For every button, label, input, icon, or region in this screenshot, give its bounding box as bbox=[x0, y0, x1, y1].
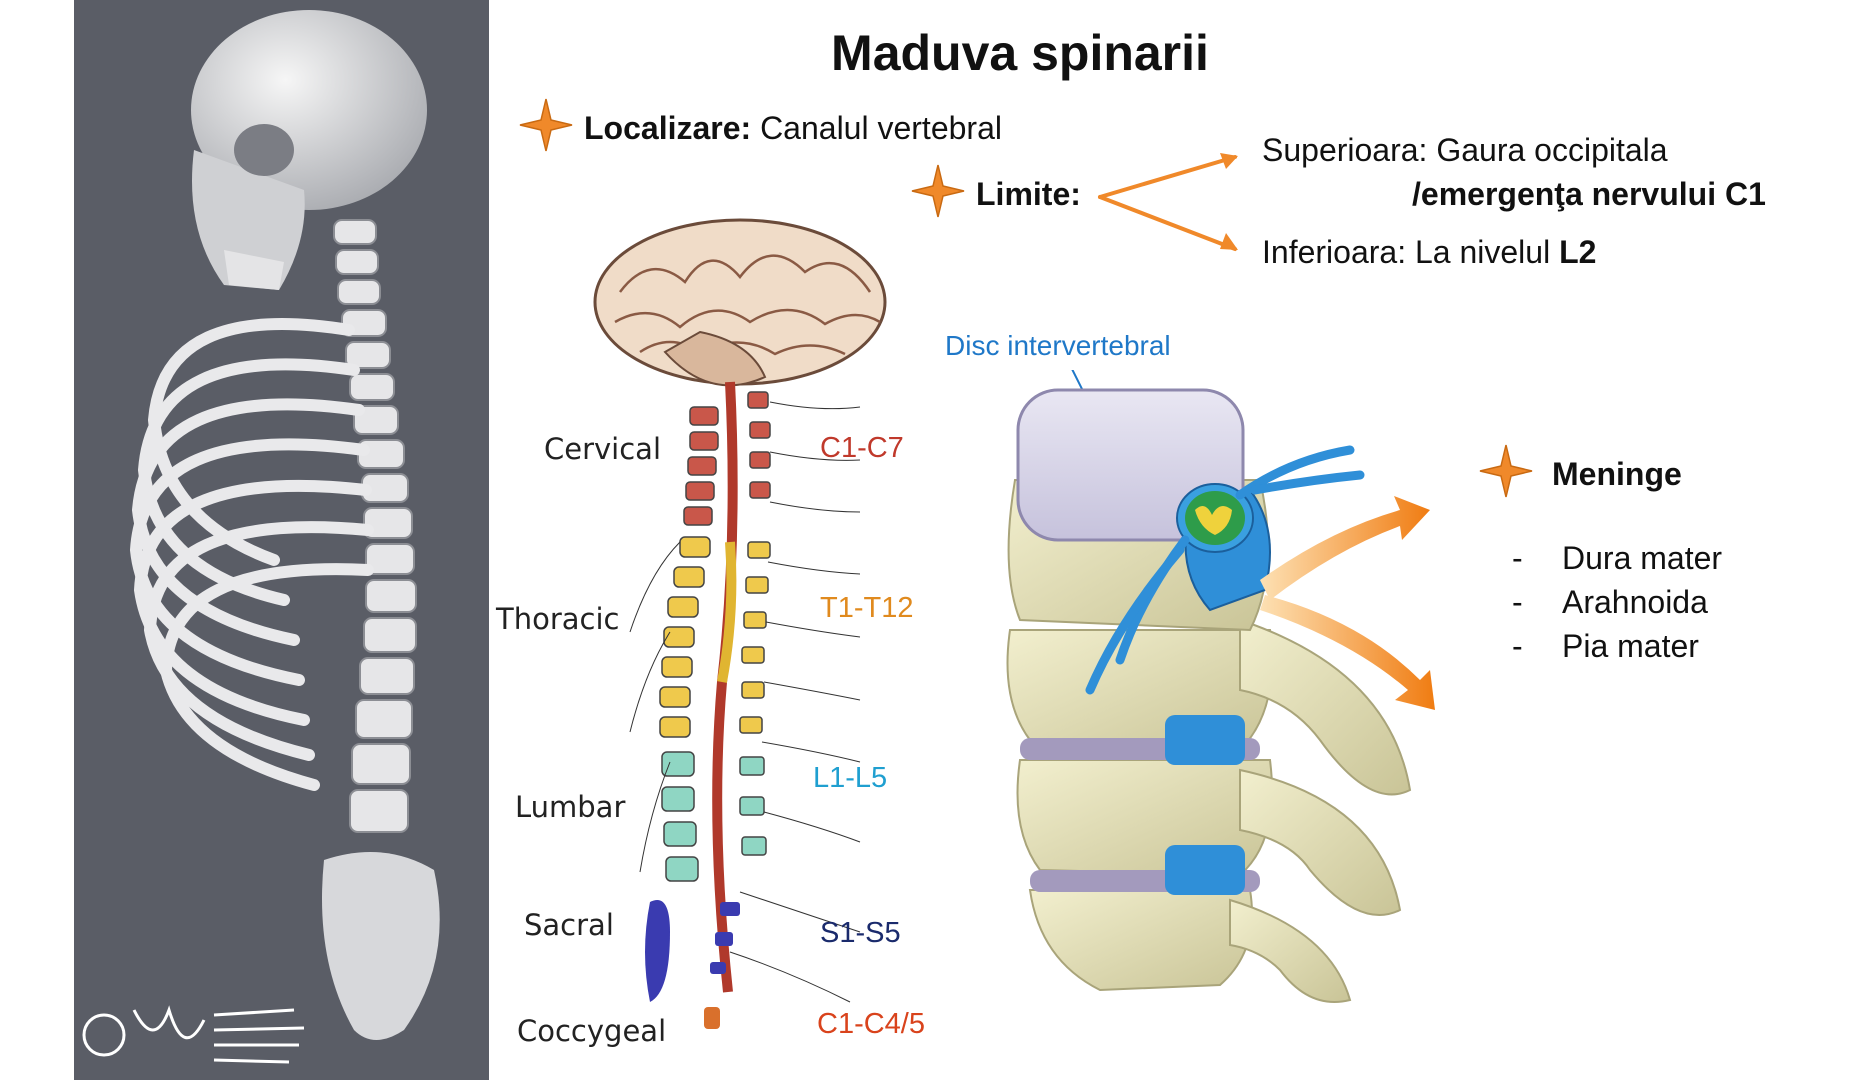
region-label-thoracic: Thoracic bbox=[496, 602, 620, 636]
upper-limit-detail: /emergenţa nervului C1 bbox=[1412, 176, 1766, 212]
vertebra-illustration bbox=[1006, 370, 1435, 1003]
region-label-sacral: Sacral bbox=[524, 908, 614, 942]
star-bullet-icon bbox=[1479, 444, 1533, 498]
list-item: -Arahnoida bbox=[1512, 584, 1708, 620]
page-title: Maduva spinarii bbox=[831, 25, 1209, 81]
upper-limit-label: Superioara: bbox=[1262, 132, 1428, 168]
list-item: -Pia mater bbox=[1512, 628, 1699, 664]
location-label: Localizare: bbox=[584, 110, 752, 146]
limits-label: Limite: bbox=[976, 176, 1081, 212]
disc-label: Disc intervertebral bbox=[945, 330, 1171, 361]
region-code-coccygeal: C1-C4/5 bbox=[817, 1008, 925, 1040]
region-code-lumbar: L1-L5 bbox=[813, 762, 888, 794]
list-item: -Dura mater bbox=[1512, 540, 1723, 576]
lower-limit-level: L2 bbox=[1559, 234, 1597, 270]
location-value: Canalul vertebral bbox=[760, 110, 1002, 146]
meninges-item-pia: Pia mater bbox=[1562, 628, 1699, 664]
region-code-thoracic: T1-T12 bbox=[820, 592, 914, 624]
brain-spine-illustration bbox=[593, 218, 887, 1029]
upper-limit-value: Gaura occipitala bbox=[1436, 132, 1668, 168]
lower-limit-label: Inferioara: bbox=[1262, 234, 1407, 270]
region-label-coccygeal: Coccygeal bbox=[517, 1014, 667, 1048]
region-label-cervical: Cervical bbox=[544, 432, 662, 466]
skeleton-image bbox=[74, 0, 489, 1080]
meninges-item-dura: Dura mater bbox=[1562, 540, 1723, 576]
meninges-item-arahnoida: Arahnoida bbox=[1562, 584, 1708, 620]
branch-arrows bbox=[1098, 153, 1238, 251]
star-bullet-icon bbox=[519, 98, 573, 152]
star-bullet-icon bbox=[911, 164, 965, 218]
region-code-cervical: C1-C7 bbox=[820, 432, 904, 464]
lower-limit-prefix: La nivelul bbox=[1414, 234, 1551, 270]
lower-limit: Inferioara: La nivelul L2 bbox=[1262, 234, 1596, 271]
region-label-lumbar: Lumbar bbox=[515, 790, 626, 824]
upper-limit: Superioara: Gaura occipitala bbox=[1262, 132, 1668, 169]
location-line: Localizare: Canalul vertebral bbox=[584, 110, 1002, 147]
meninges-list: -Dura mater -Arahnoida -Pia mater bbox=[1512, 540, 1722, 672]
meninges-title: Meninge bbox=[1552, 456, 1682, 492]
skeleton-illustration bbox=[82, 10, 440, 1064]
region-code-sacral: S1-S5 bbox=[820, 917, 901, 949]
